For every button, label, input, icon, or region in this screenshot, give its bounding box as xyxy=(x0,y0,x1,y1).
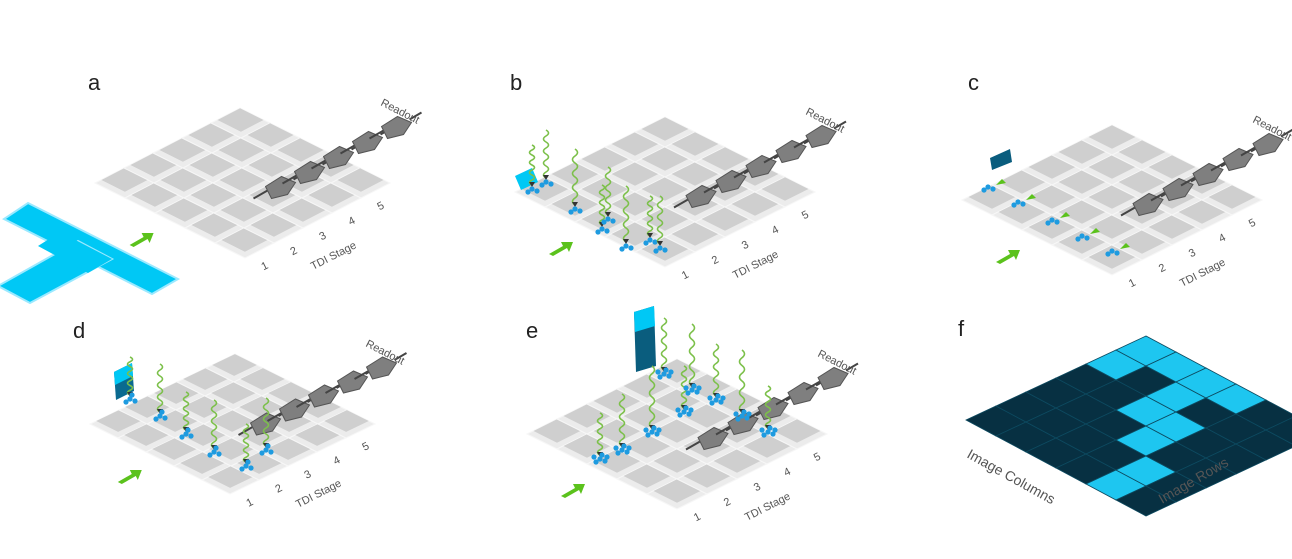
tdi-stage-number: 4 xyxy=(782,466,793,479)
tdi-stage-number: 3 xyxy=(302,468,313,481)
reconstructed-image xyxy=(965,335,1292,517)
electron-dot-icon xyxy=(591,452,610,465)
tdi-stage-number: 5 xyxy=(1247,217,1258,230)
tdi-stage-number: 5 xyxy=(812,451,823,464)
electron-dot-icon xyxy=(1045,217,1060,226)
panel-label-a: a xyxy=(88,70,101,95)
tdi-stage-number: 3 xyxy=(317,230,328,243)
electron-dot-icon xyxy=(981,184,996,193)
electron-dot-icon xyxy=(707,393,726,406)
electron-dot-icon xyxy=(643,237,658,246)
electron-dot-icon xyxy=(613,443,632,456)
motion-arrow-icon xyxy=(561,484,585,498)
tdi-stage-number: 2 xyxy=(1157,262,1168,275)
tdi-stage-number: 1 xyxy=(680,269,691,282)
photon-wave-icon xyxy=(542,129,550,180)
image-pixel xyxy=(1235,399,1292,431)
tdi-stage-label: TDI Stage xyxy=(743,490,793,523)
object-strip xyxy=(990,149,1012,170)
electron-dot-icon xyxy=(525,186,540,195)
electron-dot-icon xyxy=(568,206,583,215)
panel-label-d: d xyxy=(73,318,85,343)
photon-wave-icon xyxy=(528,144,536,187)
electron-dot-icon xyxy=(601,216,616,225)
electron-dot-icon xyxy=(539,179,554,188)
tdi-stage-label: TDI Stage xyxy=(1178,256,1228,289)
tdi-stage-label: TDI Stage xyxy=(731,248,781,281)
tdi-stage-number: 1 xyxy=(1127,277,1138,290)
tdi-stage-number: 3 xyxy=(752,481,763,494)
tdi-stage-label: TDI Stage xyxy=(294,477,344,510)
amplifier-icon xyxy=(354,352,408,380)
electron-dot-icon xyxy=(179,427,194,440)
image-pixel xyxy=(1235,429,1292,461)
photon-wave-icon xyxy=(604,166,612,217)
tdi-stage-number: 2 xyxy=(288,245,299,258)
electron-dot-icon xyxy=(239,459,254,472)
tdi-stage-number: 3 xyxy=(1187,247,1198,260)
tdi-stage-number: 1 xyxy=(259,260,270,273)
electron-dot-icon xyxy=(207,445,222,458)
amplifier-icon xyxy=(1240,128,1292,157)
tdi-stage-number: 2 xyxy=(722,496,733,509)
tdi-stage-number: 5 xyxy=(375,200,386,213)
tdi-stage-number: 2 xyxy=(273,482,284,495)
tdi-stage-number: 4 xyxy=(770,224,781,237)
tdi-stage-number: 4 xyxy=(331,454,342,467)
electron-dot-icon xyxy=(653,245,668,254)
tdi-stage-number: 5 xyxy=(800,209,811,222)
electron-dot-icon xyxy=(595,226,610,235)
tdi-stage-number: 2 xyxy=(710,254,721,267)
photon-wave-icon xyxy=(646,195,654,238)
electron-dot-icon xyxy=(733,409,752,422)
tdi-stage-number: 5 xyxy=(360,440,371,453)
panel-label-c: c xyxy=(968,70,979,95)
tdi-stage-label: TDI Stage xyxy=(309,239,359,272)
amplifier-icon xyxy=(793,120,847,149)
panel-label-f: f xyxy=(958,316,965,341)
motion-arrow-icon xyxy=(549,242,573,256)
tdi-stage-number: 1 xyxy=(244,496,255,509)
photon-wave-icon xyxy=(571,148,579,207)
photon-wave-icon xyxy=(656,195,664,246)
electron-dot-icon xyxy=(619,243,634,252)
motion-arrow-icon xyxy=(129,233,154,247)
electron-dot-icon xyxy=(123,392,138,405)
photon-wave-icon xyxy=(622,185,630,244)
electron-dot-icon xyxy=(759,425,778,438)
image-pixel xyxy=(1265,417,1292,445)
electron-dot-icon xyxy=(675,405,694,418)
panel-label-b: b xyxy=(510,70,522,95)
electron-dot-icon xyxy=(259,443,274,456)
amplifier-icon xyxy=(805,362,859,391)
electron-dot-icon xyxy=(683,383,702,396)
motion-arrow-icon xyxy=(996,250,1020,264)
amplifier-icon xyxy=(369,111,423,140)
tdi-stage-number: 4 xyxy=(1217,232,1228,245)
electron-dot-icon xyxy=(1105,248,1120,257)
t-object xyxy=(0,201,181,305)
panel-label-e: e xyxy=(526,318,538,343)
electron-dot-icon xyxy=(643,425,662,438)
tdi-stage-number: 1 xyxy=(692,511,703,524)
electron-dot-icon xyxy=(1075,233,1090,242)
electron-dot-icon xyxy=(1011,199,1026,208)
electron-dot-icon xyxy=(153,409,168,422)
tdi-stage-number: 3 xyxy=(740,239,751,252)
electron-dot-icon xyxy=(655,367,674,380)
motion-arrow-icon xyxy=(117,470,142,484)
tdi-stage-number: 4 xyxy=(346,215,357,228)
